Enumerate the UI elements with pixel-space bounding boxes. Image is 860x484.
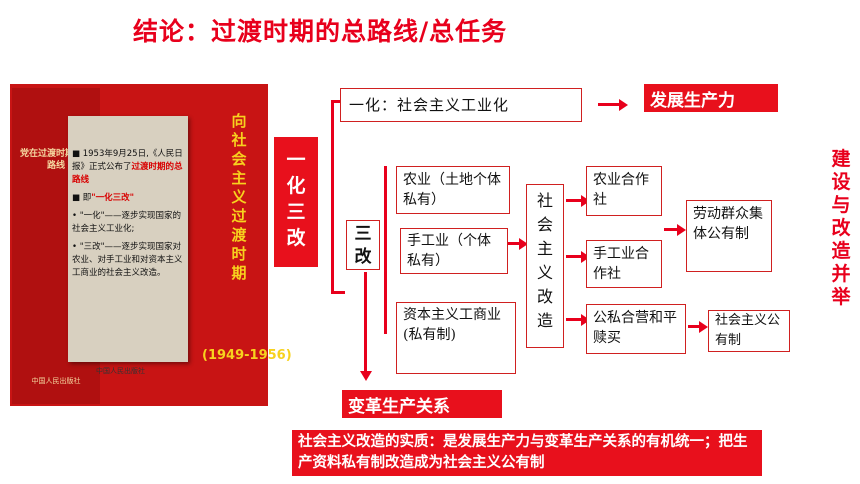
public-ownership-box: 社会主义公有制 bbox=[708, 310, 790, 352]
yihua-sangai-box: 一化三改 bbox=[274, 137, 318, 267]
main-connector-vertical bbox=[331, 100, 334, 294]
connector-to-yihua bbox=[331, 100, 343, 103]
arrow-to-agri-coop bbox=[566, 199, 582, 202]
joint-venture-box: 公私合营和平赎买 bbox=[586, 304, 686, 354]
sources-bracket bbox=[384, 166, 387, 334]
book-page-text: ■ 1953年9月25日,《人民日报》正式公布了过渡时期的总路线 ■ 即"一化三… bbox=[72, 148, 184, 285]
sangai-box: 三改 bbox=[346, 220, 380, 270]
capitalist-box: 资本主义工商业(私有制) bbox=[396, 302, 516, 374]
summary-box: 社会主义改造的实质：是发展生产力与变革生产关系的有机统一；把生产资料私有制改造成… bbox=[292, 430, 762, 476]
transition-period-vertical: 向社会主义过渡时期 bbox=[231, 112, 247, 282]
book-page-foot: 中国人民出版社 bbox=[96, 367, 145, 375]
build-and-transform-vertical: 建设与改造并举 bbox=[831, 148, 851, 308]
hand-coop-box: 手工业合作社 bbox=[586, 240, 662, 288]
socialist-transformation-box: 社会主义改造 bbox=[526, 184, 564, 348]
arrow-joint-to-public bbox=[688, 325, 700, 328]
arrow-handicraft-to-transform bbox=[508, 242, 520, 245]
page-title: 结论：过渡时期的总路线/总任务 bbox=[133, 17, 508, 46]
sangai-label: 三改 bbox=[354, 224, 372, 267]
book-item-2: ■ 即"一化三改" bbox=[72, 193, 135, 203]
arrow-to-hand-coop bbox=[566, 255, 582, 258]
connector-to-sangai bbox=[331, 291, 345, 294]
arrow-to-relations bbox=[364, 272, 367, 372]
book-page bbox=[68, 116, 188, 362]
develop-productivity-label: 发展生产力 bbox=[644, 84, 778, 112]
book-cover-foot: 中国人民出版社 bbox=[31, 377, 81, 385]
arrow-to-develop bbox=[598, 103, 620, 106]
agri-coop-box: 农业合作社 bbox=[586, 166, 662, 216]
handicraft-box: 手工业（个体私有） bbox=[400, 228, 508, 274]
arrow-coops-to-collective bbox=[664, 228, 678, 231]
book-item-4: • "三改"——逐步实现国家对农业、对手工业和对资本主义工商业的社会主义改造。 bbox=[72, 242, 183, 278]
years-label: (1949-1956) bbox=[202, 348, 292, 363]
yihua-box: 一化：社会主义工业化 bbox=[340, 88, 582, 122]
arrow-to-joint bbox=[566, 318, 582, 321]
book-item-1: ■ 1953年9月25日,《人民日报》正式公布了过渡时期的总路线 bbox=[72, 149, 183, 185]
agriculture-box: 农业（土地个体私有） bbox=[396, 166, 510, 214]
book-cover-title: 党在过渡时期的总路线 bbox=[19, 149, 92, 171]
collective-ownership-box: 劳动群众集体公有制 bbox=[686, 200, 772, 272]
change-relations-label: 变革生产关系 bbox=[342, 390, 502, 418]
book-item-3: • "一化"——逐步实现国家的社会主义工业化; bbox=[72, 211, 182, 234]
socialist-transformation-label: 社会主义改造 bbox=[536, 191, 553, 330]
yihua-sangai-label: 一化三改 bbox=[286, 149, 306, 249]
